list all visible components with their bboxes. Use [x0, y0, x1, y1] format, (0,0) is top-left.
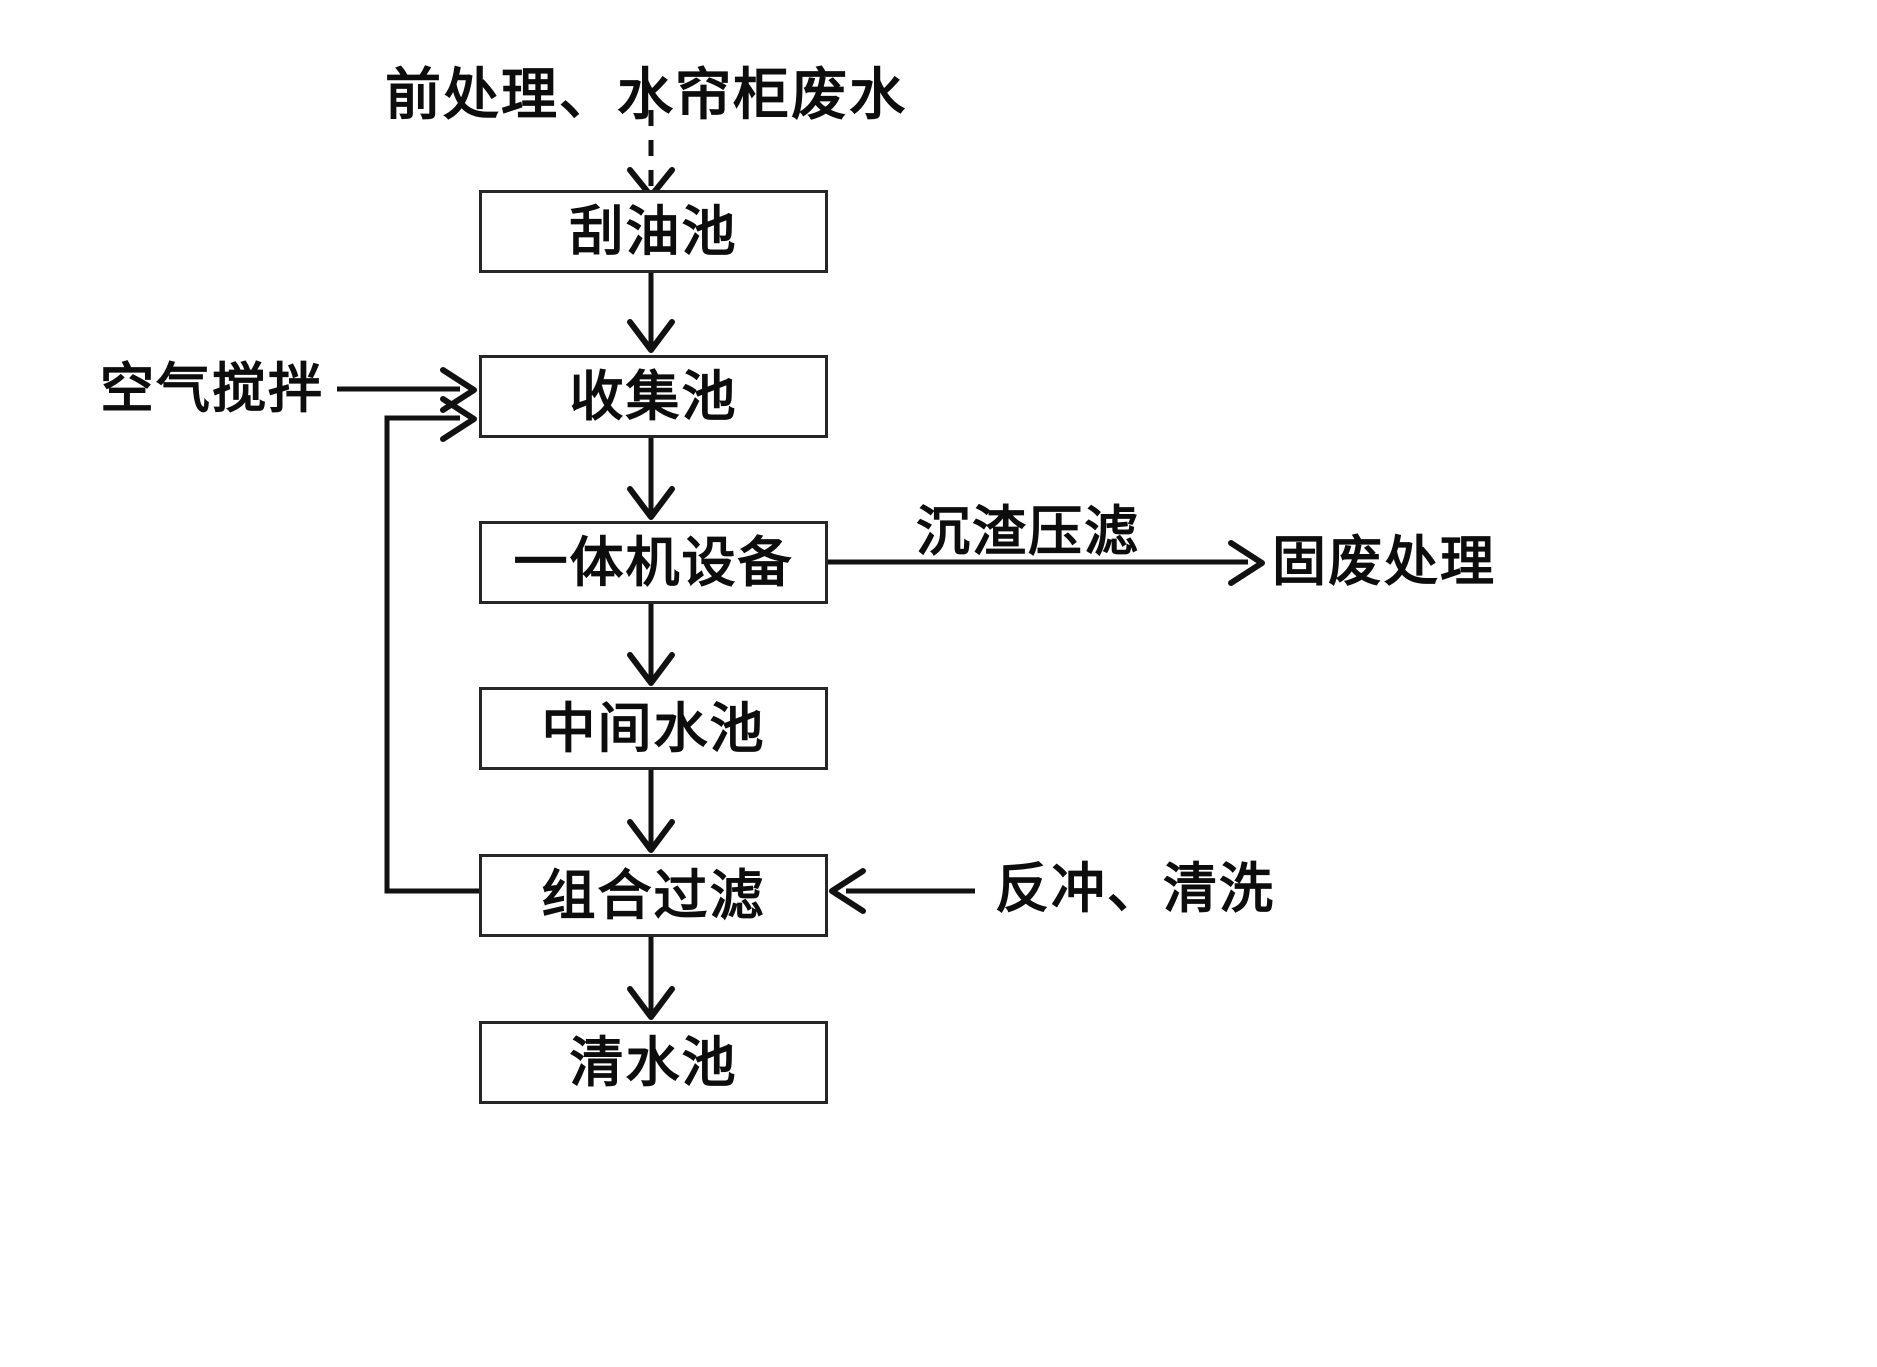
edge-scrape-to-collect	[627, 273, 675, 353]
inlet-stream-label: 前处理、水帘柜废水	[385, 63, 907, 128]
label-air-stirring: 空气搅拌	[100, 357, 324, 420]
node-scrape-oil-tank[interactable]: 刮油池	[479, 190, 828, 273]
edge-collect-to-integrated	[627, 438, 675, 520]
label-solid-waste-treatment: 固废处理	[1272, 530, 1496, 593]
label-backwash-and-cleaning: 反冲、清洗	[995, 857, 1275, 920]
node-clear-water-tank[interactable]: 清水池	[479, 1021, 828, 1104]
edge-backwash-to-filter	[829, 868, 975, 914]
node-intermediate-tank[interactable]: 中间水池	[479, 687, 828, 770]
node-collection-tank[interactable]: 收集池	[479, 355, 828, 438]
node-combined-filtration[interactable]: 组合过滤	[479, 854, 828, 937]
edge-filter-recycle-to-collect	[384, 396, 479, 894]
node-integrated-equipment[interactable]: 一体机设备	[479, 521, 828, 604]
edge-middle-to-filter	[627, 770, 675, 853]
label-sludge-press-filter: 沉渣压滤	[916, 500, 1140, 563]
edge-filter-to-clear	[627, 937, 675, 1020]
edge-integrated-to-solidwaste	[828, 540, 1265, 586]
edge-integrated-to-middle	[627, 603, 675, 686]
